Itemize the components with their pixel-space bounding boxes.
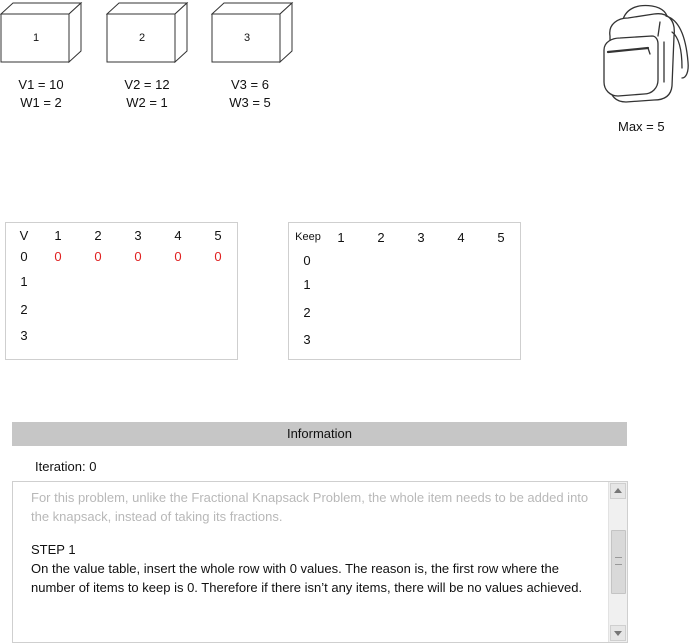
item-value: V3 = 6	[231, 77, 269, 92]
value-table-row-header: 0	[20, 249, 28, 264]
item-3: 3 V3 = 6 W3 = 5	[211, 2, 321, 112]
item-box-icon	[106, 2, 189, 64]
information-text-area[interactable]: For this problem, unlike the Fractional …	[12, 481, 628, 643]
scroll-down-arrow-icon[interactable]	[610, 625, 626, 641]
value-table-row-header: 2	[20, 302, 28, 317]
iteration-label: Iteration: 0	[35, 459, 97, 474]
intro-text: For this problem, unlike the Fractional …	[31, 490, 589, 524]
value-table-col-header: 5	[214, 228, 222, 243]
keep-table-corner: Keep	[295, 231, 321, 243]
step-text: On the value table, insert the whole row…	[31, 561, 583, 595]
keep-table-col-header: 1	[337, 230, 345, 245]
value-table-cell: 0	[214, 249, 222, 264]
item-box-icon	[211, 2, 294, 64]
item-weight: W3 = 5	[229, 95, 271, 110]
keep-table-row-header: 3	[303, 332, 311, 347]
keep-table-row-header: 1	[303, 277, 311, 292]
item-box-icon	[0, 2, 83, 64]
item-number: 3	[243, 32, 251, 44]
information-content: For this problem, unlike the Fractional …	[31, 488, 601, 597]
item-2: 2 V2 = 12 W2 = 1	[106, 2, 216, 112]
keep-table-col-header: 2	[377, 230, 385, 245]
value-table-cell: 0	[134, 249, 142, 264]
item-value: V1 = 10	[18, 77, 64, 92]
item-number: 2	[138, 32, 146, 44]
step-title: STEP 1	[31, 542, 76, 557]
keep-table: Keep 1 2 3 4 5 0 1 2 3	[288, 222, 521, 360]
value-table-row-header: 1	[20, 274, 28, 289]
keep-table-row-header: 0	[303, 253, 311, 268]
keep-table-col-header: 5	[497, 230, 505, 245]
value-table-cell: 0	[54, 249, 62, 264]
scrollbar-thumb[interactable]	[611, 530, 626, 594]
value-table-corner: V	[19, 228, 29, 243]
item-1: 1 V1 = 10 W1 = 2	[0, 2, 110, 112]
knapsack-max-label: Max = 5	[618, 119, 665, 134]
value-table-col-header: 4	[174, 228, 182, 243]
scroll-up-arrow-icon[interactable]	[610, 483, 626, 499]
value-table-col-header: 1	[54, 228, 62, 243]
value-table-row-header: 3	[20, 328, 28, 343]
value-table-col-header: 3	[134, 228, 142, 243]
information-header: Information	[12, 422, 627, 446]
keep-table-row-header: 2	[303, 305, 311, 320]
vertical-scrollbar[interactable]	[608, 482, 627, 642]
backpack-icon	[603, 4, 689, 103]
item-number: 1	[32, 32, 40, 44]
value-table-cell: 0	[94, 249, 102, 264]
value-table: V 1 2 3 4 5 0 0 0 0 0 0 1 2 3	[5, 222, 238, 360]
value-table-col-header: 2	[94, 228, 102, 243]
keep-table-col-header: 3	[417, 230, 425, 245]
keep-table-col-header: 4	[457, 230, 465, 245]
item-weight: W2 = 1	[126, 95, 168, 110]
item-value: V2 = 12	[124, 77, 170, 92]
item-weight: W1 = 2	[20, 95, 62, 110]
value-table-cell: 0	[174, 249, 182, 264]
